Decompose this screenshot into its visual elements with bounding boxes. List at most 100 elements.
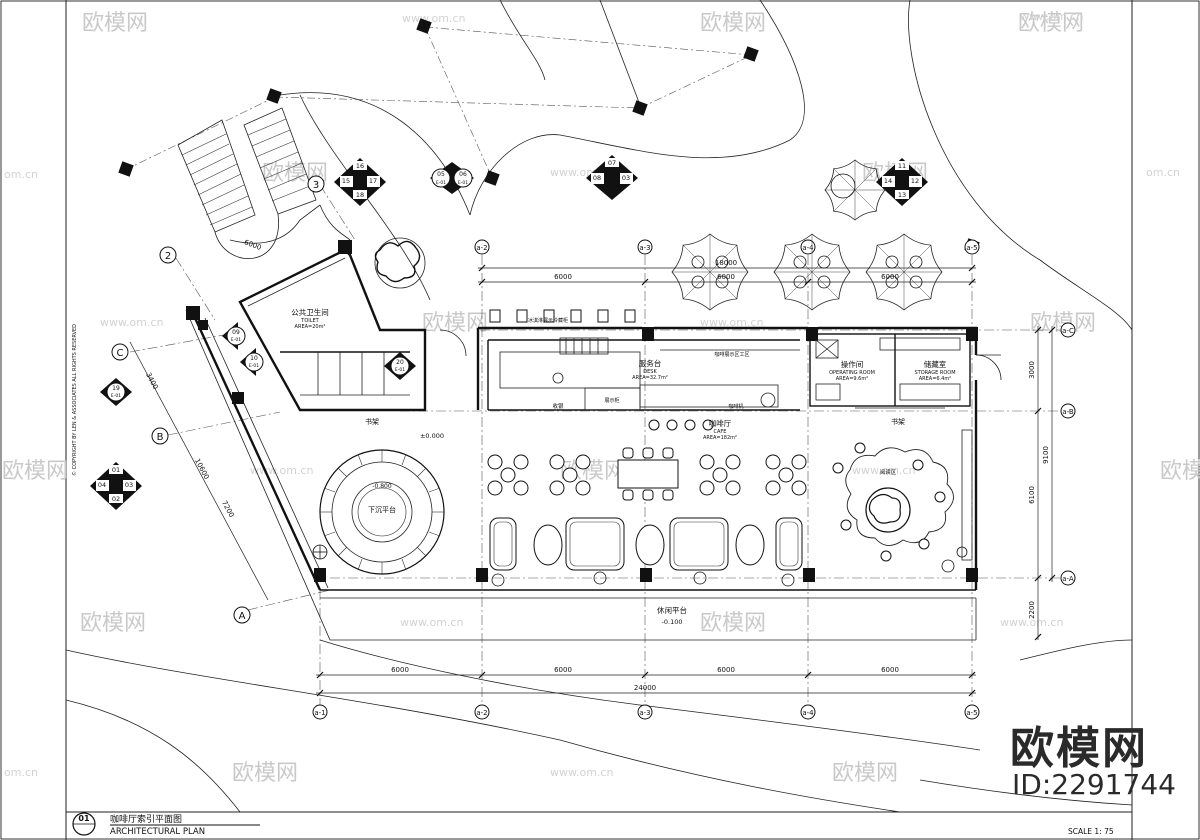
svg-text:欧模网: 欧模网	[1018, 11, 1084, 36]
svg-text:SCALE 1: 75: SCALE 1: 75	[1068, 827, 1114, 836]
umbrella-table	[824, 159, 886, 221]
outdoor-umbrellas	[671, 159, 943, 311]
column-bubbles-top: a-2 a-3 a-4 a-5	[474, 239, 980, 255]
svg-text:6000: 6000	[881, 666, 899, 674]
svg-text:公共卫生间: 公共卫生间	[291, 307, 329, 317]
svg-text:a-4: a-4	[802, 244, 814, 252]
sunken-platform	[319, 449, 445, 575]
svg-text:16: 16	[356, 162, 364, 170]
tree-symbol	[374, 237, 426, 289]
svg-text:a-5: a-5	[966, 244, 977, 252]
pebble-table	[735, 524, 765, 566]
svg-text:20: 20	[396, 359, 404, 366]
svg-text:E-01: E-01	[231, 337, 241, 343]
svg-text:a-2: a-2	[476, 244, 487, 252]
sofa-booth	[669, 517, 729, 571]
svg-text:a-2: a-2	[476, 709, 487, 717]
svg-text:6000: 6000	[554, 666, 572, 674]
svg-text:欧模网: 欧模网	[2, 459, 68, 484]
umbrella-table	[773, 233, 851, 311]
svg-text:AREA=9.6m²: AREA=9.6m²	[836, 376, 869, 382]
svg-text:6000: 6000	[717, 273, 735, 281]
kitchen-fixtures	[815, 337, 961, 409]
svg-text:www.om.cn: www.om.cn	[1000, 616, 1063, 629]
svg-text:-0.100: -0.100	[662, 618, 683, 626]
row-grid-lines	[330, 329, 1060, 579]
svg-text:www.om.cn: www.om.cn	[250, 464, 313, 477]
svg-text:08: 08	[593, 174, 601, 182]
svg-text:om.cn: om.cn	[1146, 166, 1180, 179]
dining-tables	[487, 447, 807, 501]
long-table	[617, 447, 679, 501]
axis-bubble-B: B	[151, 427, 169, 445]
svg-text:18: 18	[356, 191, 364, 199]
svg-text:6100: 6100	[1028, 486, 1036, 504]
svg-text:E-01: E-01	[458, 180, 468, 186]
index-marker-10: 10 E-01	[240, 348, 264, 376]
svg-text:冰淇淋展示冷藏柜: 冰淇淋展示冷藏柜	[528, 317, 568, 324]
axis-bubble-3: 3	[307, 175, 325, 193]
brand-logo-text: 欧模网	[1010, 723, 1148, 774]
svg-text:咖啡厅: 咖啡厅	[709, 418, 732, 428]
index-marker-01-04: 01 04 03 02	[90, 462, 142, 510]
svg-text:展示柜: 展示柜	[604, 397, 619, 404]
svg-text:欧模网: 欧模网	[832, 761, 898, 786]
sofa-booth	[775, 517, 803, 571]
svg-text:TOILET: TOILET	[300, 318, 319, 324]
svg-text:E-01: E-01	[436, 180, 446, 186]
svg-text:www.om.cn: www.om.cn	[700, 316, 763, 329]
svg-text:6000: 6000	[717, 666, 735, 674]
svg-text:18000: 18000	[715, 259, 737, 267]
svg-text:a-3: a-3	[639, 244, 650, 252]
svg-text:om.cn: om.cn	[4, 766, 38, 779]
svg-text:12: 12	[911, 177, 919, 185]
angled-axes	[129, 184, 356, 611]
svg-text:欧模网: 欧模网	[1160, 459, 1200, 484]
svg-text:ARCHITECTURAL PLAN: ARCHITECTURAL PLAN	[110, 827, 205, 837]
svg-text:STORAGE ROOM: STORAGE ROOM	[914, 370, 955, 376]
index-marker-16-18: 16 15 17 18	[334, 158, 386, 206]
svg-text:AREA=6.4m²: AREA=6.4m²	[919, 376, 952, 382]
index-marker-20: 20 E-01	[384, 352, 416, 380]
table-set	[699, 454, 741, 496]
svg-text:书架: 书架	[891, 417, 905, 426]
svg-text:AREA=182m²: AREA=182m²	[703, 435, 737, 441]
svg-text:04: 04	[98, 481, 106, 489]
svg-text:收银: 收银	[552, 402, 564, 410]
diagonal-guides	[124, 26, 753, 179]
svg-text:6000: 6000	[881, 273, 899, 281]
index-marker-19: 19 E-01	[100, 378, 132, 406]
service-counter	[489, 309, 800, 431]
svg-text:www.om.cn: www.om.cn	[402, 12, 465, 25]
right-dimension-chain: 3000 6100 2200 9100	[1028, 326, 1056, 641]
svg-text:www.om.cn: www.om.cn	[400, 616, 463, 629]
svg-text:01: 01	[112, 466, 120, 474]
svg-text:13: 13	[898, 191, 906, 199]
svg-text:E-01: E-01	[395, 367, 405, 373]
svg-text:03: 03	[125, 481, 133, 489]
umbrella-table	[865, 233, 943, 311]
svg-text:om.cn: om.cn	[4, 168, 38, 181]
svg-text:a-3: a-3	[639, 709, 650, 717]
svg-text:咖啡展示区工区: 咖啡展示区工区	[714, 351, 749, 358]
axis-bubble-C: C	[111, 343, 129, 361]
svg-text:3: 3	[313, 180, 319, 191]
svg-text:03: 03	[622, 174, 630, 182]
table-set	[487, 454, 529, 496]
copyright-text: © COPYRIGHT BY LEN & ASSOCIATES ALL RIGH…	[71, 324, 78, 476]
svg-text:19: 19	[112, 385, 120, 392]
svg-text:6000: 6000	[391, 666, 409, 674]
bottom-dimension-chain: 6000 6000 6000 6000 24000	[316, 666, 976, 697]
svg-text:休闲平台: 休闲平台	[657, 605, 687, 615]
svg-text:咖啡机: 咖啡机	[728, 403, 743, 410]
svg-text:02: 02	[112, 495, 120, 503]
row-bubbles-right: a-C a-B a-A	[1060, 322, 1076, 586]
svg-text:9100: 9100	[1042, 446, 1050, 464]
index-marker-07-08-03: 07 08 03	[586, 155, 638, 200]
index-marker-11-14: 11 14 12 13	[876, 158, 928, 206]
svg-text:±0.000: ±0.000	[420, 432, 444, 440]
svg-text:www.om.cn: www.om.cn	[550, 766, 613, 779]
svg-text:CAFE: CAFE	[714, 429, 727, 435]
svg-text:24000: 24000	[634, 684, 656, 692]
